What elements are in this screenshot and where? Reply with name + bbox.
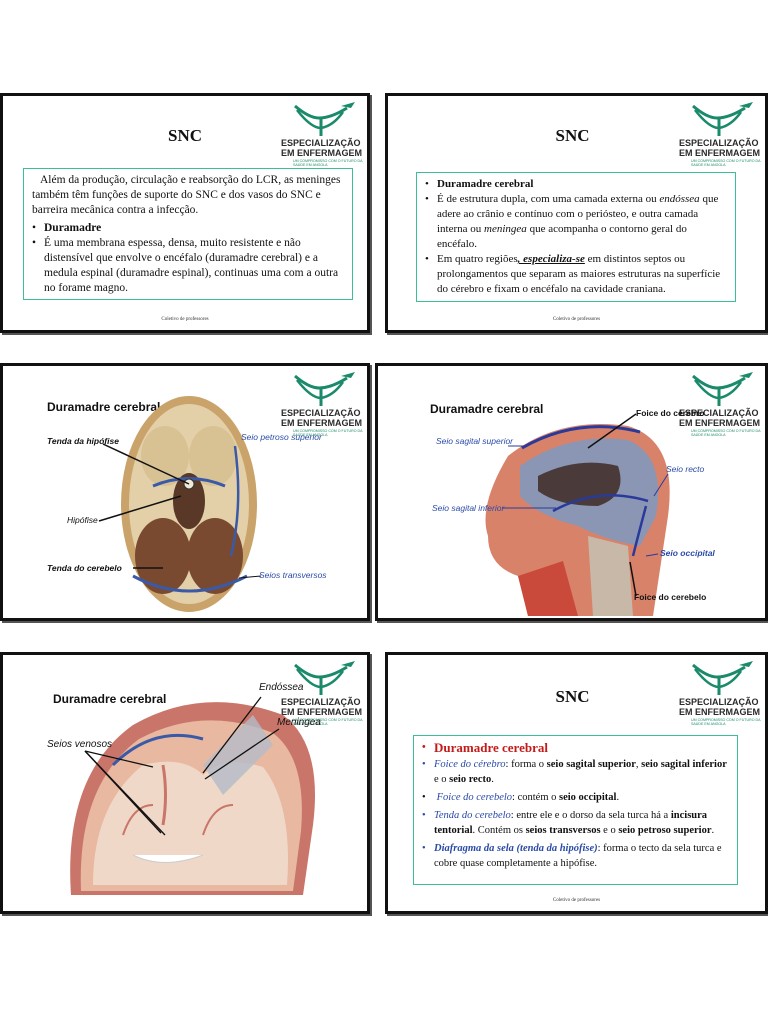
logo-tagline: UM COMPROMISSO COM O FUTURO DA SAÚDE EM … — [691, 718, 761, 726]
logo-line2: EM ENFERMAGEM — [281, 707, 362, 717]
logo-line1: ESPECIALIZAÇÃO — [679, 138, 759, 148]
logo: ESPECIALIZAÇÃO EM ENFERMAGEM UM COMPROMI… — [679, 657, 763, 731]
logo-tagline: UM COMPROMISSO COM O FUTURO DA SAÚDE EM … — [293, 429, 363, 437]
logo: ESPECIALIZAÇÃO EM ENFERMAGEM UM COMPROMI… — [281, 657, 365, 731]
content-box: •Duramadre cerebral •É de estrutura dupl… — [416, 172, 736, 302]
label-seio-petroso: Seio petroso superior — [241, 432, 322, 442]
logo-line2: EM ENFERMAGEM — [679, 707, 760, 717]
logo-tagline: UM COMPROMISSO COM O FUTURO DA SAÚDE EM … — [691, 429, 761, 437]
label-hipofise: Hipófise — [67, 515, 98, 525]
logo: ESPECIALIZAÇÃO EM ENFERMAGEM UM COMPROMI… — [281, 368, 365, 442]
bullet: •É de estrutura dupla, com uma camada ex… — [425, 193, 719, 250]
content-box: •Duramadre cerebral •Foice do cérebro: f… — [413, 735, 738, 885]
slide-title: SNC — [555, 126, 590, 145]
caduceus-logo-icon — [692, 102, 753, 136]
logo-line1: ESPECIALIZAÇÃO — [679, 408, 759, 418]
slide-title: Duramadre cerebral — [430, 402, 544, 416]
label-seio-sagital-inferior: Seio sagital inferior — [432, 503, 505, 513]
label-seio-occipital: Seio occipital — [660, 548, 715, 558]
logo: ESPECIALIZAÇÃO EM ENFERMAGEM UM COMPROMI… — [281, 98, 365, 172]
slide-5: ESPECIALIZAÇÃO EM ENFERMAGEM UM COMPROMI… — [0, 652, 370, 914]
logo-tagline: UM COMPROMISSO COM O FUTURO DA SAÚDE EM … — [293, 159, 363, 167]
bullet: •Duramadre — [32, 222, 102, 234]
slide-2: ESPECIALIZAÇÃO EM ENFERMAGEM UM COMPROMI… — [385, 93, 768, 333]
logo: ESPECIALIZAÇÃO EM ENFERMAGEM UM COMPROMI… — [679, 368, 763, 442]
logo-line1: ESPECIALIZAÇÃO — [281, 408, 361, 418]
slide-4: ESPECIALIZAÇÃO EM ENFERMAGEM UM COMPROMI… — [375, 363, 768, 621]
logo-line2: EM ENFERMAGEM — [679, 148, 760, 158]
logo: ESPECIALIZAÇÃO EM ENFERMAGEM UM COMPROMI… — [679, 98, 763, 172]
logo-tagline: UM COMPROMISSO COM O FUTURO DA SAÚDE EM … — [691, 159, 761, 167]
sagittal-head-illustration — [485, 413, 670, 616]
caduceus-logo-icon — [692, 372, 753, 406]
bullet: •Duramadre cerebral — [422, 740, 548, 755]
logo-line2: EM ENFERMAGEM — [679, 418, 760, 428]
label-endossea: Endóssea — [259, 682, 304, 693]
label-tenda-hipofise: Tenda da hipófise — [47, 436, 119, 446]
slide-title: SNC — [167, 126, 202, 145]
logo-line1: ESPECIALIZAÇÃO — [281, 697, 361, 707]
content-box: Além da produção, circulação e reabsorçã… — [23, 168, 353, 300]
caduceus-logo-icon — [294, 661, 355, 695]
label-tenda-cerebelo: Tenda do cerebelo — [47, 563, 122, 573]
footer: Coletivo de professores — [161, 317, 209, 322]
slide-6: ESPECIALIZAÇÃO EM ENFERMAGEM UM COMPROMI… — [385, 652, 768, 914]
label-foice-cerebelo: Foice do cerebelo — [634, 592, 707, 602]
logo-line2: EM ENFERMAGEM — [281, 148, 362, 158]
footer: Coletivo de professores — [552, 317, 601, 322]
bullet: •Em quatro regiões, especializa-se em di… — [425, 253, 721, 295]
footer: Coletivo de professores — [552, 898, 601, 903]
bullet: • Foice do cerebelo: contém o seio occip… — [422, 792, 620, 803]
intro-text: Além da produção, circulação e reabsorçã… — [32, 174, 341, 216]
logo-line2: EM ENFERMAGEM — [281, 418, 362, 428]
bullet: •Tenda do cerebelo: entre ele e o dorso … — [422, 810, 715, 836]
slide-title: Duramadre cerebral — [53, 692, 167, 706]
slide-1: ESPECIALIZAÇÃO EM ENFERMAGEM UM COMPROMI… — [0, 93, 370, 333]
bullet: •Duramadre cerebral — [425, 178, 534, 190]
label-seios-transversos: Seios transversos — [259, 570, 327, 580]
label-meningea: Meningea — [277, 717, 321, 728]
slide-title: SNC — [555, 687, 590, 706]
label-seio-sagital-superior: Seio sagital superior — [436, 436, 514, 446]
label-seio-recto: Seio recto — [666, 464, 705, 474]
logo-line1: ESPECIALIZAÇÃO — [281, 138, 361, 148]
label-seios-venosos: Seios venosos — [47, 739, 113, 750]
logo-tagline: UM COMPROMISSO COM O FUTURO DA SAÚDE EM … — [293, 718, 363, 726]
coronal-head-illustration — [70, 696, 315, 895]
caduceus-logo-icon — [692, 661, 753, 695]
label-foice-cerebro: Foice do cérebro — [636, 408, 705, 418]
slide-3: ESPECIALIZAÇÃO EM ENFERMAGEM UM COMPROMI… — [0, 363, 370, 621]
slide-title: Duramadre cerebral — [47, 400, 161, 414]
logo-line1: ESPECIALIZAÇÃO — [679, 697, 759, 707]
skull-base-illustration — [98, 396, 262, 612]
caduceus-logo-icon — [294, 372, 355, 406]
bullet: •Diafragma da sela (tenda da hipófise): … — [422, 843, 722, 869]
caduceus-logo-icon — [294, 102, 355, 136]
bullet: •Foice do cérebro: forma o seio sagital … — [422, 759, 727, 785]
bullet: •É uma membrana espessa, densa, muito re… — [32, 237, 339, 294]
